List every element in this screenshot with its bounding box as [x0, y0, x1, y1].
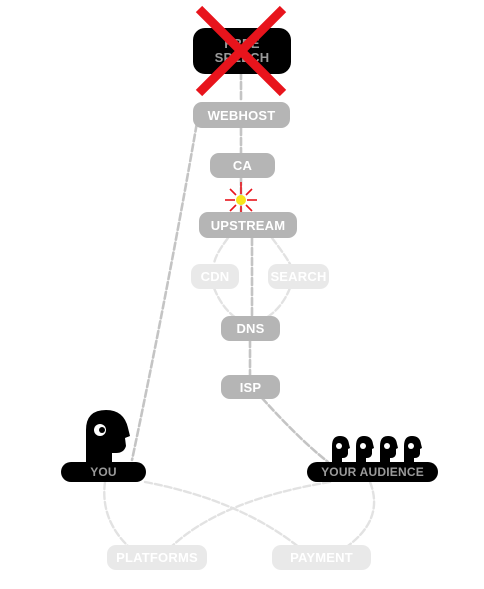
- chain-isp-audience: [260, 396, 330, 464]
- chain-you-payment: [143, 480, 302, 550]
- chain-you-platforms: [103, 480, 132, 550]
- node-upstream: UPSTREAM: [199, 212, 297, 238]
- node-you: YOU: [61, 462, 146, 482]
- person-icon: [86, 410, 130, 468]
- node-isp: ISP: [221, 375, 280, 399]
- node-ca: CA: [210, 153, 275, 178]
- node-search: SEARCH: [268, 264, 329, 289]
- chain-search-dns: [264, 286, 292, 320]
- audience-icon: [332, 436, 422, 466]
- x-icon: [195, 5, 287, 97]
- node-platforms: PLATFORMS: [107, 545, 207, 570]
- chain-webhost-you: [130, 103, 202, 462]
- node-cdn: CDN: [191, 264, 239, 289]
- node-webhost: WEBHOST: [193, 102, 290, 128]
- chain-cdn-dns: [212, 286, 238, 320]
- node-dns: DNS: [221, 316, 280, 341]
- chain-upstream-cdn: [212, 236, 230, 266]
- chain-upstream-search: [270, 236, 292, 266]
- chain-audience-payment: [343, 480, 376, 550]
- chain-audience-platforms: [168, 480, 332, 550]
- node-your-audience: YOUR AUDIENCE: [307, 462, 438, 482]
- node-payment: PAYMENT: [272, 545, 371, 570]
